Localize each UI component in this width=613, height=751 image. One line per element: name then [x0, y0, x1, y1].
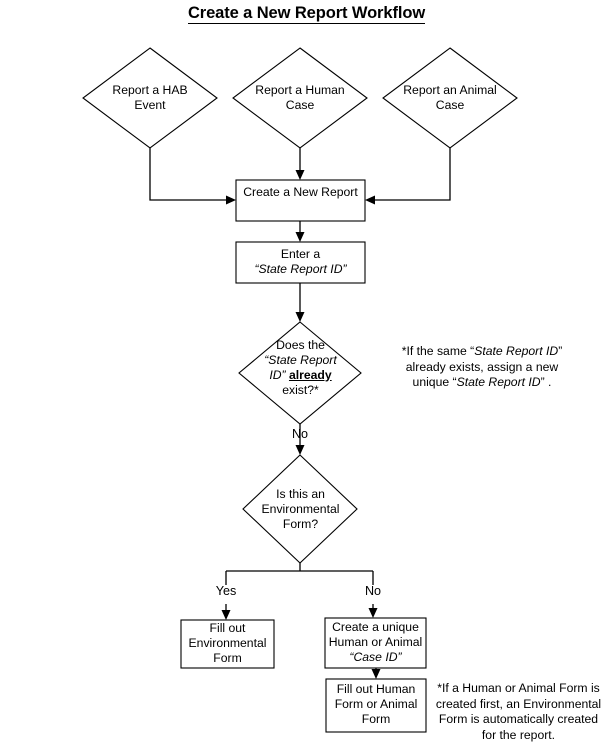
page-title: Create a New Report Workflow: [0, 4, 613, 24]
note-auto-env-l1: *If a Human or Animal Form is: [437, 681, 600, 695]
note-srid-l3-a: unique “: [412, 375, 457, 389]
node-shape-report-human[interactable]: [232, 47, 368, 149]
arrowhead-human-to-create-report: [295, 170, 305, 180]
node-shape-is-environmental-form[interactable]: [242, 454, 358, 564]
note-srid-l1-c: ”: [558, 344, 563, 358]
edge-animal-to-create-report: [373, 148, 451, 201]
note-srid-l1-b: State Report ID: [474, 344, 559, 358]
node-shape-does-id-exist[interactable]: [238, 321, 362, 425]
note-srid-l3-c: ” .: [540, 375, 552, 389]
node-shape-enter-state-report-id[interactable]: [235, 241, 366, 284]
note-auto-environmental-form: *If a Human or Animal Form is created fi…: [430, 681, 607, 743]
node-shape-fill-human-animal-form[interactable]: [325, 678, 427, 733]
edge-hab-to-create-report: [149, 148, 228, 201]
page-title-text: Create a New Report Workflow: [187, 4, 426, 24]
arrowhead-create-report-to-enter-id: [295, 232, 305, 242]
edge-label-does-id-exist-no: No: [291, 427, 309, 441]
arrowhead-no-to-create-case-id: [368, 608, 378, 618]
edge-label-is-env-yes: Yes: [215, 584, 237, 598]
note-auto-env-l2: created first, an Environmental: [435, 696, 602, 711]
arrowhead-enter-id-to-does-id-exist: [295, 312, 305, 322]
arrowhead-create-case-id-to-fill-human-animal: [371, 669, 381, 679]
arrowhead-hab-to-create-report: [226, 195, 236, 205]
note-srid-l2: already exists, assign a new: [405, 359, 559, 374]
node-shape-fill-environmental-form[interactable]: [180, 619, 275, 669]
node-shape-create-report[interactable]: [235, 179, 366, 222]
node-shape-report-hab[interactable]: [82, 47, 218, 149]
note-auto-env-l3: Form is automatically created: [438, 712, 599, 726]
edge-is-env-split: [225, 563, 374, 585]
note-state-report-id: *If the same “State Report ID” already e…: [358, 344, 606, 391]
edge-label-is-env-no: No: [364, 584, 382, 598]
note-srid-l1-a: *If the same “: [401, 344, 475, 358]
note-auto-env-l4: for the report.: [481, 727, 556, 742]
arrowhead-does-id-exist-to-is-env: [295, 445, 305, 455]
arrowhead-yes-to-fill-env-form: [221, 610, 231, 620]
node-shape-create-case-id[interactable]: [324, 617, 427, 669]
note-srid-l3-b: State Report ID: [456, 375, 541, 389]
node-shape-report-animal[interactable]: [382, 47, 518, 149]
arrowhead-animal-to-create-report: [365, 195, 375, 205]
